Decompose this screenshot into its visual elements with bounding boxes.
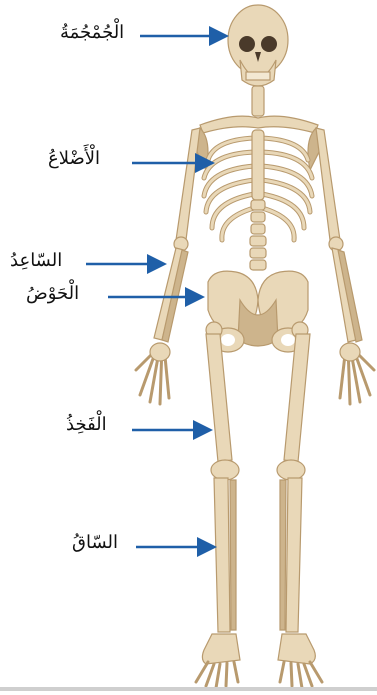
label-forearm: السّاعِدُ bbox=[10, 250, 62, 271]
label-ribs: الْأَضْلاعُ bbox=[48, 148, 100, 169]
label-arrows bbox=[86, 36, 224, 547]
skeleton-figure bbox=[136, 5, 374, 688]
label-pelvis: الْحَوْضُ bbox=[26, 283, 79, 304]
shin-bones bbox=[214, 478, 302, 632]
pelvis-bone bbox=[208, 271, 308, 352]
feet bbox=[196, 634, 322, 688]
label-shin: السّاقُ bbox=[72, 532, 118, 553]
skull-bone bbox=[228, 5, 288, 86]
label-thigh: الْفَخِذُ bbox=[66, 414, 107, 435]
bottom-divider bbox=[0, 687, 377, 691]
label-skull: الْجُمْجُمَةُ bbox=[60, 22, 124, 43]
